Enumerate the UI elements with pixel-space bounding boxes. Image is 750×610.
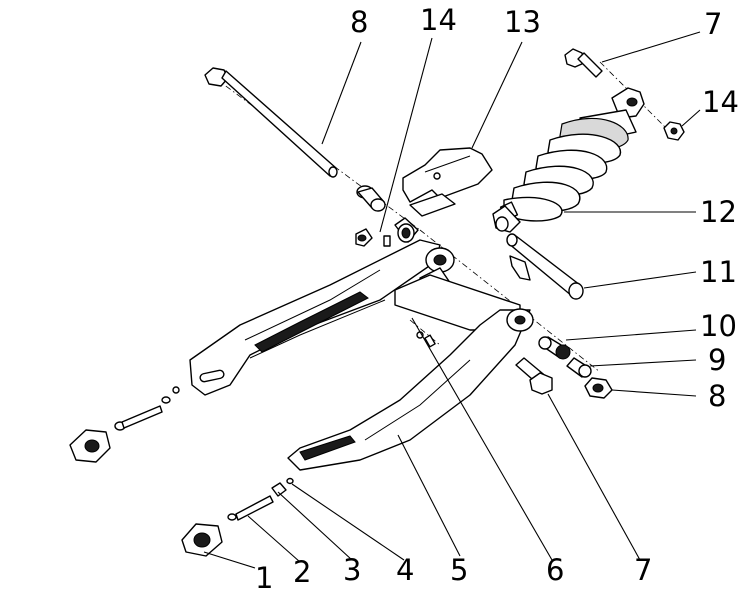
callout-5: 5 xyxy=(450,553,468,587)
bushing-small xyxy=(566,357,592,378)
leader-lines xyxy=(203,31,701,569)
axle-bolt xyxy=(204,67,338,178)
rear-shock-absorber xyxy=(492,87,645,233)
pivot-bushing xyxy=(355,217,419,247)
chain-adjuster-upper xyxy=(69,386,180,463)
callout-6: 6 xyxy=(546,553,564,587)
callout-labels: 1 2 3 4 5 6 7 8 9 10 11 12 14 7 13 14 8 xyxy=(255,3,739,595)
callout-3: 3 xyxy=(343,553,361,587)
shock-mount-bolt xyxy=(564,48,603,78)
shock-nut xyxy=(663,121,685,141)
callout-7-top: 7 xyxy=(704,7,722,41)
callout-14-right: 14 xyxy=(702,85,739,119)
callout-1: 1 xyxy=(255,561,273,595)
bushing-large xyxy=(538,336,571,360)
shock-link xyxy=(506,233,584,300)
callout-9: 9 xyxy=(708,343,726,377)
callout-10: 10 xyxy=(700,309,737,343)
spacer-sleeve xyxy=(356,185,386,212)
callout-11: 11 xyxy=(700,255,737,289)
lock-nut xyxy=(584,377,613,399)
swingarm xyxy=(189,239,534,471)
callout-14-top: 14 xyxy=(420,3,457,37)
chain-slider xyxy=(402,147,493,217)
callout-8-right: 8 xyxy=(708,379,726,413)
callout-13: 13 xyxy=(504,5,541,39)
grease-nipple xyxy=(424,334,436,348)
callout-8-top: 8 xyxy=(350,5,368,39)
callout-4: 4 xyxy=(396,553,414,587)
callout-2: 2 xyxy=(293,555,311,589)
callout-7-bottom: 7 xyxy=(634,553,652,587)
small-screw xyxy=(383,235,391,247)
pivot-pin-bolt xyxy=(515,357,553,395)
chain-adjuster-lower xyxy=(181,477,294,557)
callout-12: 12 xyxy=(700,195,737,229)
